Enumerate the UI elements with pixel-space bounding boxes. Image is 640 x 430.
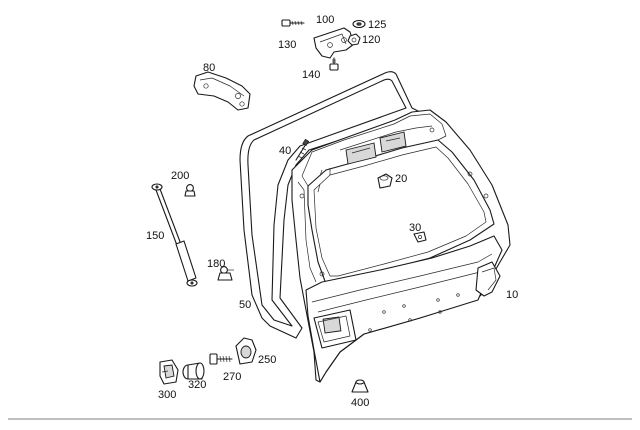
callout-150: 150 <box>146 230 164 242</box>
callout-50: 50 <box>239 299 251 311</box>
callout-20: 20 <box>395 173 407 185</box>
callout-80: 80 <box>203 62 215 74</box>
callout-140: 140 <box>302 69 320 81</box>
callout-30: 30 <box>409 222 421 234</box>
callout-300: 300 <box>158 389 176 401</box>
callout-10: 10 <box>506 289 518 301</box>
tailgate-body-part-10 <box>291 109 511 383</box>
hinge-bracket-part-80 <box>193 71 251 111</box>
callout-120: 120 <box>362 34 380 46</box>
pin-part-40 <box>295 138 310 161</box>
callout-320: 320 <box>188 379 206 391</box>
ball-stud-part-180 <box>217 266 234 281</box>
bolt-part-270 <box>209 353 233 365</box>
washer-part-125 <box>352 19 366 29</box>
stop-bracket-part-250 <box>235 337 257 365</box>
callout-250: 250 <box>258 354 276 366</box>
callout-125: 125 <box>368 19 386 31</box>
nut-part-120 <box>347 33 361 46</box>
callout-270: 270 <box>223 371 241 383</box>
buffer-part-400 <box>351 379 369 393</box>
spacer-part-320 <box>182 362 205 380</box>
callout-400: 400 <box>351 397 369 409</box>
callout-180: 180 <box>207 258 225 270</box>
hinge-part-100 <box>313 27 355 59</box>
ball-stud-part-200 <box>184 184 196 197</box>
gas-strut-part-150 <box>151 183 198 287</box>
callout-200: 200 <box>171 170 189 182</box>
callout-100: 100 <box>316 14 334 26</box>
latch-part-300 <box>159 359 179 385</box>
bump-stop-part-20 <box>377 173 393 189</box>
callout-labels: 10 20 30 40 50 80 100 120 125 130 140 15… <box>146 14 518 409</box>
clip-part-30 <box>413 231 427 243</box>
bolt-part-130 <box>281 19 305 27</box>
callout-40: 40 <box>279 145 291 157</box>
seal-weatherstrip-part-50 <box>239 71 421 339</box>
bolt-part-140 <box>329 57 339 71</box>
callout-130: 130 <box>278 39 296 51</box>
